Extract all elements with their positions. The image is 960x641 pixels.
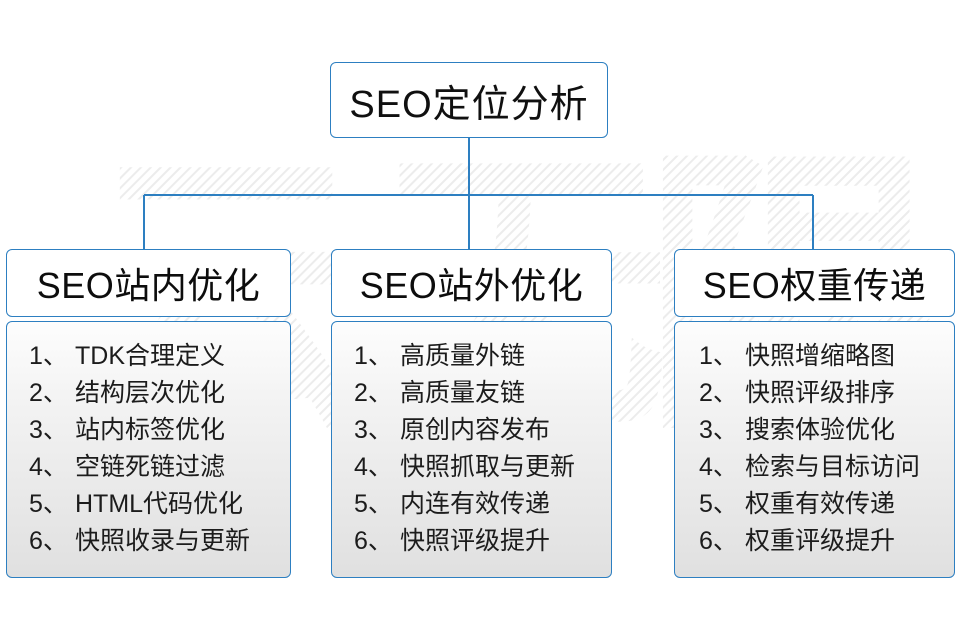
list-item[interactable]: 5、 HTML代码优化 — [29, 486, 290, 523]
item-list-2: 1、 快照增缩略图 2、 快照评级排序 3、 搜索体验优化 4、 检索与目标访问… — [675, 338, 954, 560]
list-item-number: 5、 — [354, 490, 393, 518]
list-item-number: 1、 — [29, 342, 68, 370]
list-item[interactable]: 1、 TDK合理定义 — [29, 338, 290, 375]
item-list-0: 1、 TDK合理定义 2、 结构层次优化 3、 站内标签优化 4、 空链死链过滤… — [7, 338, 290, 560]
list-item-number: 1、 — [354, 342, 393, 370]
list-item-label: 快照评级排序 — [745, 379, 896, 407]
branch-column-seo-offsite: SEO站外优化 1、 高质量外链 2、 高质量友链 3、 原创内容发布 4、 快… — [331, 249, 612, 578]
column-header-label-2: SEO权重传递 — [702, 265, 927, 306]
list-item[interactable]: 2、 快照评级排序 — [699, 375, 954, 412]
list-item-label: TDK合理定义 — [75, 342, 226, 370]
list-item-number: 3、 — [354, 416, 393, 444]
item-list-1: 1、 高质量外链 2、 高质量友链 3、 原创内容发布 4、 快照抓取与更新 5… — [332, 338, 611, 560]
list-item[interactable]: 2、 高质量友链 — [354, 375, 611, 412]
list-item-number: 6、 — [29, 527, 68, 555]
list-item-label: 结构层次优化 — [75, 379, 226, 407]
column-header-1[interactable]: SEO站外优化 — [331, 249, 612, 317]
list-item-number: 5、 — [699, 490, 738, 518]
column-body-0: 1、 TDK合理定义 2、 结构层次优化 3、 站内标签优化 4、 空链死链过滤… — [6, 321, 291, 578]
list-item[interactable]: 3、 原创内容发布 — [354, 412, 611, 449]
branch-column-seo-weight: SEO权重传递 1、 快照增缩略图 2、 快照评级排序 3、 搜索体验优化 4、… — [674, 249, 955, 578]
list-item[interactable]: 4、 检索与目标访问 — [699, 449, 954, 486]
list-item-label: 站内标签优化 — [75, 416, 226, 444]
list-item[interactable]: 3、 站内标签优化 — [29, 412, 290, 449]
column-body-1: 1、 高质量外链 2、 高质量友链 3、 原创内容发布 4、 快照抓取与更新 5… — [331, 321, 612, 578]
list-item-number: 6、 — [699, 527, 738, 555]
list-item[interactable]: 1、 快照增缩略图 — [699, 338, 954, 375]
list-item-label: 原创内容发布 — [400, 416, 551, 444]
list-item-number: 4、 — [699, 453, 738, 481]
list-item[interactable]: 6、 权重评级提升 — [699, 523, 954, 560]
list-item[interactable]: 5、 权重有效传递 — [699, 486, 954, 523]
list-item-number: 3、 — [29, 416, 68, 444]
list-item[interactable]: 2、 结构层次优化 — [29, 375, 290, 412]
column-header-label-0: SEO站内优化 — [36, 265, 261, 306]
branch-column-seo-onsite: SEO站内优化 1、 TDK合理定义 2、 结构层次优化 3、 站内标签优化 4… — [6, 249, 291, 578]
list-item-number: 2、 — [354, 379, 393, 407]
list-item-label: 快照评级提升 — [400, 527, 551, 555]
list-item-label: 快照增缩略图 — [745, 342, 896, 370]
list-item-label: 内连有效传递 — [400, 490, 551, 518]
list-item-label: HTML代码优化 — [75, 490, 244, 518]
list-item[interactable]: 4、 快照抓取与更新 — [354, 449, 611, 486]
column-body-2: 1、 快照增缩略图 2、 快照评级排序 3、 搜索体验优化 4、 检索与目标访问… — [674, 321, 955, 578]
list-item-number: 1、 — [699, 342, 738, 370]
list-item-label: 快照抓取与更新 — [400, 453, 576, 481]
root-node-label: SEO定位分析 — [349, 83, 589, 126]
column-header-2[interactable]: SEO权重传递 — [674, 249, 955, 317]
list-item-label: 空链死链过滤 — [75, 453, 226, 481]
list-item[interactable]: 6、 快照评级提升 — [354, 523, 611, 560]
list-item-number: 3、 — [699, 416, 738, 444]
column-header-label-1: SEO站外优化 — [359, 265, 584, 306]
column-header-0[interactable]: SEO站内优化 — [6, 249, 291, 317]
list-item[interactable]: 5、 内连有效传递 — [354, 486, 611, 523]
list-item-number: 5、 — [29, 490, 68, 518]
list-item-label: 高质量友链 — [400, 379, 526, 407]
list-item[interactable]: 1、 高质量外链 — [354, 338, 611, 375]
list-item-number: 4、 — [354, 453, 393, 481]
list-item-label: 权重评级提升 — [745, 527, 896, 555]
list-item-label: 检索与目标访问 — [745, 453, 921, 481]
list-item[interactable]: 6、 快照收录与更新 — [29, 523, 290, 560]
root-node[interactable]: SEO定位分析 — [330, 62, 608, 138]
list-item-number: 6、 — [354, 527, 393, 555]
list-item-label: 权重有效传递 — [745, 490, 896, 518]
list-item-number: 2、 — [699, 379, 738, 407]
list-item-label: 搜索体验优化 — [745, 416, 896, 444]
list-item-number: 4、 — [29, 453, 68, 481]
list-item-number: 2、 — [29, 379, 68, 407]
list-item-label: 高质量外链 — [400, 342, 526, 370]
list-item-label: 快照收录与更新 — [75, 527, 251, 555]
list-item[interactable]: 3、 搜索体验优化 — [699, 412, 954, 449]
list-item[interactable]: 4、 空链死链过滤 — [29, 449, 290, 486]
